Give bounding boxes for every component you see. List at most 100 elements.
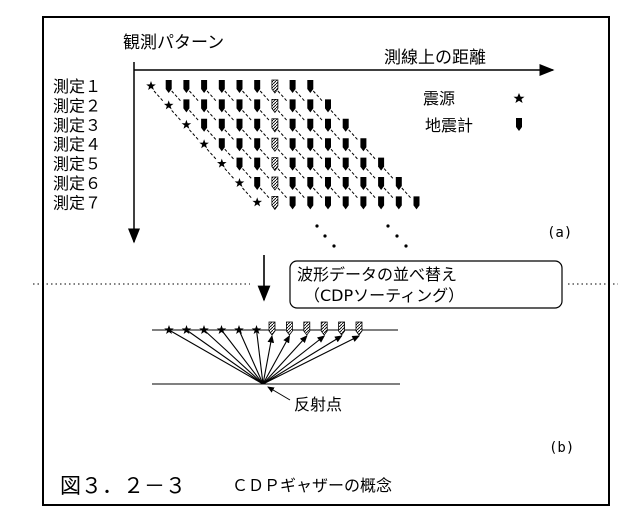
receiver — [254, 99, 261, 113]
row-link — [366, 168, 376, 179]
row-link — [224, 129, 235, 141]
receiver — [378, 177, 385, 190]
receiver — [201, 118, 208, 132]
receiver — [395, 196, 402, 210]
cdp-receiver — [271, 118, 279, 133]
receiver — [236, 138, 243, 152]
cdp-receiver — [355, 321, 363, 336]
receiver — [325, 138, 331, 152]
row-label: 測定４ — [53, 135, 101, 154]
receiver — [307, 177, 314, 190]
row-link — [242, 148, 252, 160]
receiver — [325, 99, 331, 113]
cdp-receiver — [271, 79, 279, 94]
reflection-point-pointer — [267, 386, 291, 401]
ray-down — [168, 329, 264, 385]
source-star — [216, 325, 227, 334]
row-link — [153, 90, 164, 102]
row-link — [189, 110, 199, 121]
source-star — [217, 158, 227, 168]
row-link — [259, 187, 270, 199]
reflection-point-label: 反射点 — [294, 395, 342, 414]
row-link — [366, 148, 376, 160]
row-link — [277, 187, 288, 199]
row-link — [295, 148, 305, 160]
row-link — [277, 110, 288, 121]
row-link — [259, 168, 270, 179]
cdp-receiver — [271, 99, 279, 114]
receiver — [183, 99, 190, 113]
row-link — [330, 129, 341, 141]
row-link — [277, 129, 288, 141]
receiver — [165, 80, 172, 93]
row-link — [312, 148, 323, 160]
receiver — [395, 177, 402, 190]
receiver — [342, 196, 349, 210]
receiver — [201, 99, 208, 113]
row-link — [206, 110, 217, 121]
receiver — [307, 118, 314, 132]
row-link — [312, 168, 323, 179]
receiver — [289, 177, 296, 190]
cdp-receiver — [320, 321, 328, 336]
continuation-dots — [315, 224, 408, 248]
legend-receiver-icon — [516, 118, 522, 131]
ray-up — [262, 335, 360, 385]
row-link — [224, 148, 235, 160]
receiver — [236, 118, 243, 132]
row-link — [224, 168, 235, 179]
sort-box-line2: （CDPソーティング） — [304, 286, 464, 305]
row-link — [295, 90, 305, 102]
receiver — [289, 118, 296, 132]
row-label: 測定２ — [53, 96, 101, 115]
caption-number: 図３．２－３ — [60, 474, 186, 498]
ray-up — [262, 335, 343, 385]
receiver — [289, 99, 296, 113]
source-star — [163, 100, 174, 110]
receiver — [289, 196, 296, 210]
row-link — [206, 129, 217, 141]
row-link — [224, 90, 235, 102]
row-link — [312, 90, 323, 102]
ray-down — [203, 329, 264, 385]
row-link — [259, 148, 270, 160]
receiver — [289, 80, 296, 93]
receiver — [254, 177, 261, 190]
receiver — [360, 196, 367, 210]
row-link — [295, 168, 305, 179]
row-link — [242, 90, 252, 102]
sort-box-line1: 波形データの並べ替え — [297, 265, 457, 284]
row-link — [242, 129, 252, 141]
row-label: 測定７ — [53, 193, 101, 212]
row-link — [330, 187, 341, 199]
receiver — [342, 177, 349, 190]
receiver — [307, 80, 314, 93]
receiver — [183, 80, 190, 93]
ray-up — [262, 335, 290, 385]
ray-up — [262, 335, 326, 385]
row-link — [295, 187, 305, 199]
row-link — [295, 129, 305, 141]
source-star — [181, 325, 192, 334]
row-link — [259, 90, 270, 102]
source-star — [251, 325, 262, 334]
source-star — [199, 325, 209, 334]
cdp-receiver — [271, 157, 279, 172]
cdp-receiver — [271, 196, 279, 211]
receiver — [201, 80, 208, 93]
row-link — [189, 129, 199, 141]
row-label: 測定５ — [53, 155, 101, 174]
source-star — [252, 197, 262, 207]
receiver — [342, 138, 349, 152]
receiver — [307, 157, 314, 171]
receiver — [218, 99, 225, 113]
row-link — [242, 187, 252, 199]
legend-receiver-label: 地震計 — [425, 116, 473, 135]
source-star — [199, 139, 209, 149]
receiver — [360, 157, 367, 171]
receiver — [325, 196, 331, 210]
ray-down — [238, 329, 264, 385]
source-star — [181, 119, 192, 129]
